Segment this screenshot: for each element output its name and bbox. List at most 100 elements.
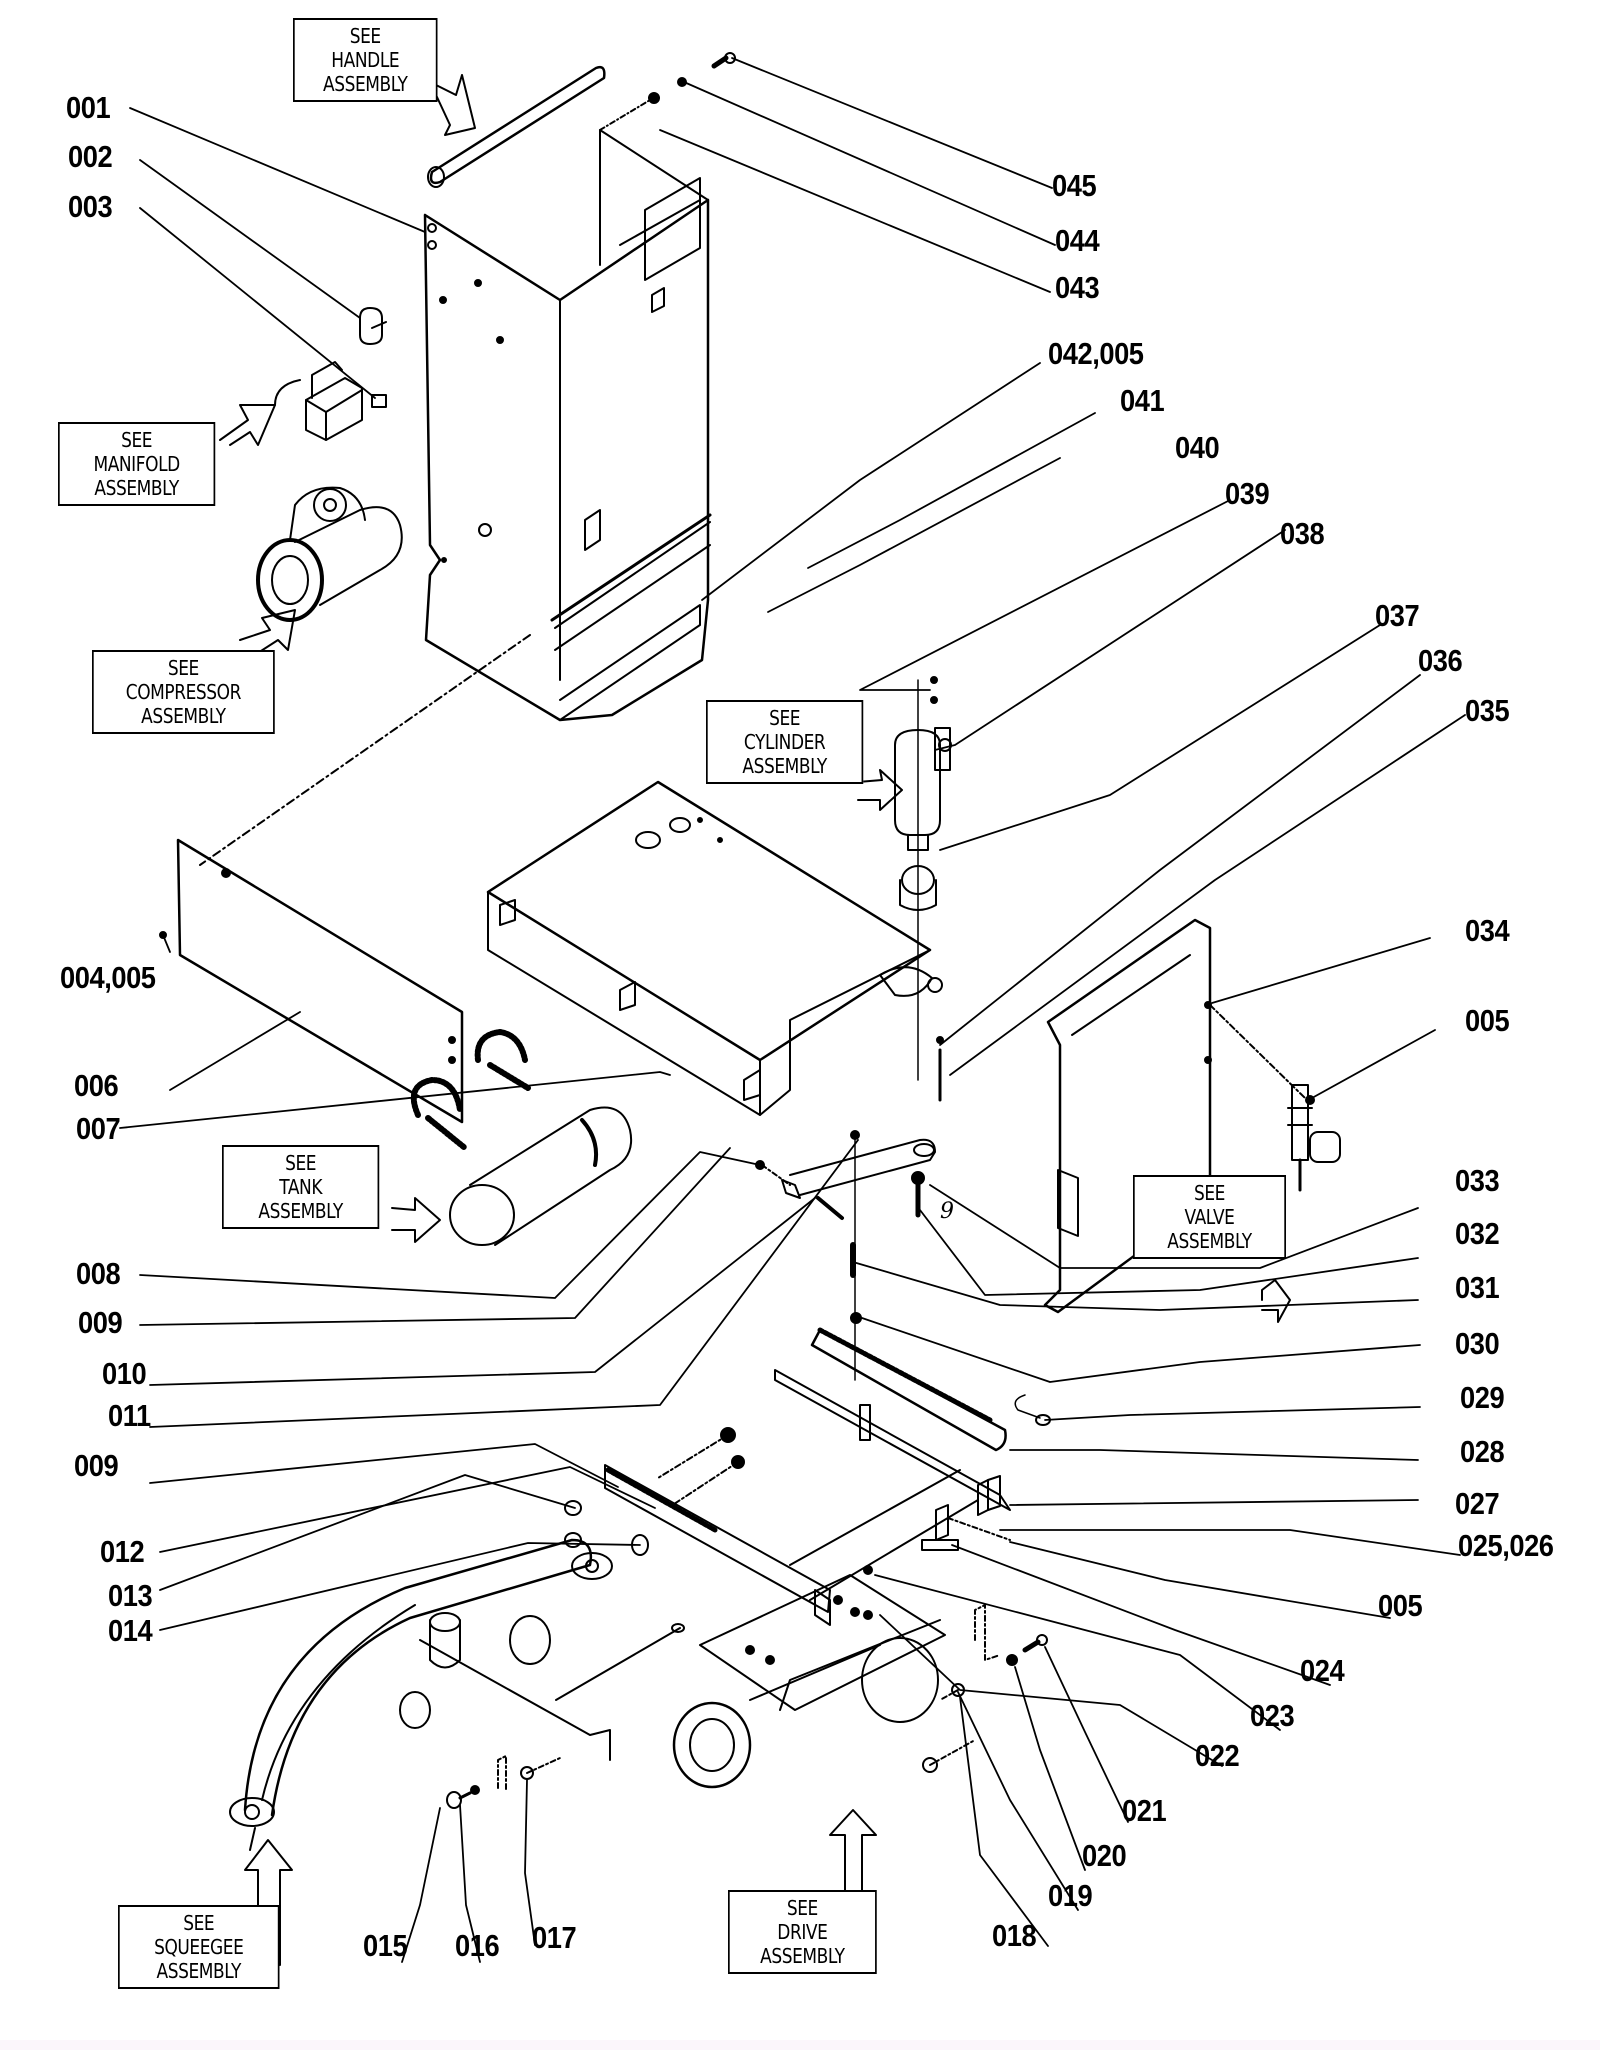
part-label-036: 036: [1418, 643, 1463, 678]
part-label-031: 031: [1455, 1270, 1500, 1305]
part-label-032: 032: [1455, 1216, 1500, 1251]
part-label-021: 021: [1122, 1793, 1167, 1828]
leader-lines: [120, 58, 1465, 1962]
callout-line: SEE: [167, 656, 199, 680]
part-label-028: 028: [1460, 1434, 1505, 1469]
part-label-004-005: 004,005: [60, 960, 156, 995]
callout-drive-assembly: SEE DRIVE ASSEMBLY: [728, 1890, 877, 1974]
callout-line: VALVE: [1184, 1205, 1235, 1229]
callout-line: COMPRESSOR: [125, 680, 242, 704]
callout-line: SEE: [1194, 1181, 1225, 1205]
base-chassis: [488, 782, 942, 1115]
pivot-arm: [756, 1131, 935, 1380]
part-label-003: 003: [68, 189, 113, 224]
handwritten-note: 9: [940, 1199, 954, 1224]
callout-arrows: [220, 75, 1290, 1965]
part-label-009-lower: 009: [74, 1448, 119, 1483]
part-label-002: 002: [68, 139, 113, 174]
cylinder-group: [895, 677, 951, 1100]
part-label-006: 006: [74, 1068, 119, 1103]
callout-compressor-assembly: SEE COMPRESSOR ASSEMBLY: [92, 650, 275, 734]
part-label-014: 014: [108, 1613, 153, 1648]
part-label-018: 018: [992, 1918, 1037, 1953]
part-label-025-026: 025,026: [1458, 1528, 1554, 1563]
part-label-019: 019: [1048, 1878, 1093, 1913]
callout-tank-assembly: SEE TANK ASSEMBLY: [222, 1145, 380, 1229]
part-label-027: 027: [1455, 1486, 1500, 1521]
part-label-017: 017: [532, 1920, 577, 1955]
part-label-009: 009: [78, 1305, 123, 1340]
callout-line: SEE: [121, 428, 153, 452]
squeegee-frame: [230, 1540, 684, 1850]
callout-valve-assembly: SEE VALVE ASSEMBLY: [1133, 1175, 1286, 1259]
callout-line: ASSEMBLY: [141, 704, 226, 728]
manifold: [275, 362, 386, 440]
callout-line: ASSEMBLY: [94, 476, 179, 500]
part-label-037: 037: [1375, 598, 1420, 633]
squeegee-fasteners: [447, 1756, 560, 1808]
callout-line: DRIVE: [777, 1920, 828, 1944]
part-label-039: 039: [1225, 476, 1270, 511]
part-label-008: 008: [76, 1256, 121, 1291]
frame-rails: [605, 1330, 1050, 1625]
part-label-043: 043: [1055, 270, 1100, 305]
callout-line: SEE: [786, 1896, 818, 1920]
part-label-033: 033: [1455, 1163, 1500, 1198]
valve: [1288, 1085, 1340, 1190]
part-label-042-005: 042,005: [1048, 336, 1144, 371]
part-label-011: 011: [108, 1398, 151, 1433]
tank: [450, 1108, 631, 1246]
callout-line: SEE: [769, 706, 801, 730]
compressor: [258, 488, 402, 620]
callout-line: ASSEMBLY: [760, 1944, 845, 1968]
part-label-020: 020: [1082, 1838, 1127, 1873]
callout-line: ASSEMBLY: [1167, 1229, 1252, 1253]
callout-line: SQUEEGEE: [154, 1935, 244, 1959]
part-label-007: 007: [76, 1111, 121, 1146]
part-label-045: 045: [1052, 168, 1097, 203]
clip-002: [360, 308, 386, 344]
callout-line: ASSEMBLY: [323, 72, 408, 96]
upright-housing: [425, 130, 710, 720]
part-label-035: 035: [1465, 693, 1510, 728]
callout-line: ASSEMBLY: [742, 754, 827, 778]
part-label-005-lower: 005: [1378, 1588, 1423, 1623]
part-label-016: 016: [455, 1928, 500, 1963]
callout-handle-assembly: SEE HANDLE ASSEMBLY: [293, 18, 438, 102]
part-label-040: 040: [1175, 430, 1220, 465]
part-label-023: 023: [1250, 1698, 1295, 1733]
part-label-001: 001: [66, 90, 111, 125]
fasteners-top: [600, 53, 735, 130]
part-label-012: 012: [100, 1534, 145, 1569]
part-label-038: 038: [1280, 516, 1325, 551]
part-label-005-mid: 005: [1465, 1003, 1510, 1038]
callout-squeegee-assembly: SEE SQUEEGEE ASSEMBLY: [118, 1905, 280, 1989]
drive-unit: [674, 1575, 945, 1787]
callout-line: CYLINDER: [743, 730, 826, 754]
callout-cylinder-assembly: SEE CYLINDER ASSEMBLY: [706, 700, 864, 784]
callout-line: SEE: [285, 1151, 317, 1175]
callout-line: SEE: [183, 1911, 215, 1935]
part-label-015: 015: [363, 1928, 408, 1963]
callout-line: SEE: [349, 24, 381, 48]
part-label-029: 029: [1460, 1380, 1505, 1415]
part-label-034: 034: [1465, 913, 1510, 948]
callout-line: MANIFOLD: [93, 452, 180, 476]
bottom-strip: [0, 2040, 1600, 2050]
callout-manifold-assembly: SEE MANIFOLD ASSEMBLY: [58, 422, 216, 506]
side-panel: [160, 840, 462, 1122]
callout-line: TANK: [279, 1175, 323, 1199]
callout-line: ASSEMBLY: [156, 1959, 242, 1983]
callout-line: HANDLE: [331, 48, 400, 72]
part-label-041: 041: [1120, 383, 1165, 418]
part-label-030: 030: [1455, 1326, 1500, 1361]
callout-line: ASSEMBLY: [258, 1199, 343, 1223]
tank-straps: [414, 1032, 528, 1148]
part-label-013: 013: [108, 1578, 153, 1613]
part-label-010: 010: [102, 1356, 147, 1391]
handle-tube: [428, 67, 604, 187]
part-label-044: 044: [1055, 223, 1100, 258]
part-label-024: 024: [1300, 1653, 1345, 1688]
